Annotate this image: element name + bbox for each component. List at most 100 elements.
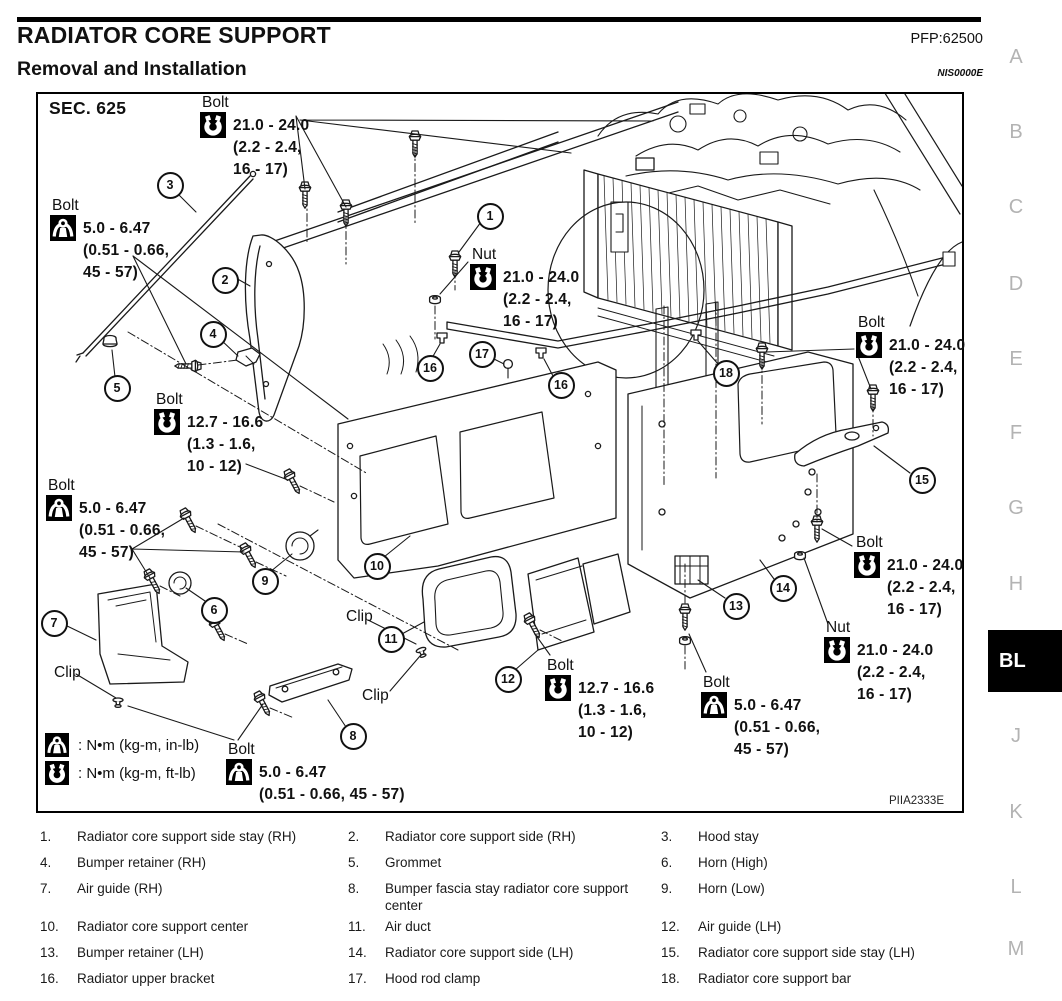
part-number: 10. (40, 919, 59, 934)
active-index-tab-bl: BL (988, 630, 1062, 692)
torque-ftlb-icon (854, 552, 880, 578)
part-number: 15. (661, 945, 680, 960)
part-entry: 15. Radiator core support side stay (LH) (661, 940, 990, 966)
part-entry: 1. Radiator core support side stay (RH) (40, 824, 348, 850)
item-number-15: 15 (908, 466, 936, 494)
part-number: 13. (40, 945, 59, 960)
index-tab-F: F (1009, 422, 1023, 444)
part-name: Radiator core support side stay (LH) (698, 945, 915, 960)
part-entry: 8.Bumper fascia stay radiator core suppo… (348, 876, 661, 914)
part-name: Air duct (385, 919, 431, 934)
part-number: 7. (40, 881, 52, 896)
part-entry: 4.Bumper retainer (RH) (40, 850, 348, 876)
part-name: Radiator core support side (RH) (385, 829, 576, 844)
part-entry: 3.Hood stay (661, 824, 990, 850)
torque-value: (0.51 - 0.66, (83, 242, 170, 259)
torque-value: (1.3 - 1.6, (187, 436, 256, 453)
part-name: Horn (Low) (698, 881, 765, 896)
figure-line-art (62, 94, 962, 741)
fastener-label: Bolt (202, 94, 229, 111)
index-tab-C: C (1008, 196, 1024, 218)
torque-value: 21.0 - 24.0 (233, 117, 310, 134)
parts-list: 1. Radiator core support side stay (RH) 2.… (40, 824, 990, 992)
part-name: Horn (High) (698, 855, 768, 870)
part-number: 1. (40, 829, 52, 844)
index-tab-L: L (1010, 876, 1022, 898)
item-number-13: 13 (722, 592, 750, 620)
torque-ftlb-icon (824, 637, 850, 663)
index-tab-B: B (1009, 121, 1023, 143)
part-entry: 10. Radiator core support center (40, 914, 348, 940)
part-number: 11. (348, 919, 366, 934)
fastener-label: Bolt (547, 657, 574, 674)
index-tab-H: H (1008, 573, 1024, 595)
part-name: Hood stay (698, 829, 759, 844)
torque-value: 10 - 12) (578, 724, 634, 741)
item-number-7: 7 (40, 609, 68, 637)
part-name: Bumper retainer (RH) (77, 855, 207, 870)
section-number: SEC. 625 (49, 98, 127, 118)
part-name: Radiator core support side stay (RH) (77, 829, 297, 844)
item-number-10: 10 (363, 552, 391, 580)
torque-inlb-icon (701, 692, 727, 718)
torque-inlb-icon (45, 733, 69, 757)
clip-label: Clip (54, 664, 81, 681)
item-number-6: 6 (200, 596, 228, 624)
index-tab-K: K (1009, 801, 1023, 823)
torque-value: (2.2 - 2.4, (233, 139, 302, 156)
item-number-12: 12 (494, 665, 522, 693)
torque-inlb-icon (50, 215, 76, 241)
part-number: 17. (348, 971, 367, 986)
item-number-8: 8 (339, 722, 367, 750)
part-entry: 7.Air guide (RH) (40, 876, 348, 914)
item-number-16: 16 (547, 371, 575, 399)
torque-value: 12.7 - 16.6 (187, 414, 264, 431)
legend-text: : N•m (kg-m, ft-lb) (78, 764, 196, 782)
torque-value: 5.0 - 6.47 (79, 500, 147, 517)
item-number-3: 3 (156, 171, 184, 199)
torque-value: (2.2 - 2.4, (887, 579, 956, 596)
item-number-14: 14 (769, 574, 797, 602)
page-title: RADIATOR CORE SUPPORT (17, 22, 331, 48)
part-entry: 12.Air guide (LH) (661, 914, 990, 940)
revision-code: NIS0000E (937, 68, 983, 79)
torque-ftlb-icon (154, 409, 180, 435)
fastener-label: Bolt (156, 391, 183, 408)
torque-value: (0.51 - 0.66, (734, 719, 821, 736)
torque-inlb-icon (226, 759, 252, 785)
part-number: 2. (348, 829, 360, 844)
torque-value: 10 - 12) (187, 458, 243, 475)
part-entry: 13. Bumper retainer (LH) (40, 940, 348, 966)
fastener-label: Bolt (858, 314, 885, 331)
torque-value: 21.0 - 24.0 (887, 557, 964, 574)
fastener-label: Nut (472, 246, 497, 263)
torque-value: (2.2 - 2.4, (857, 664, 926, 681)
fastener-label: Bolt (703, 674, 730, 691)
part-name: Radiator core support center (77, 919, 249, 934)
index-tab-A: A (1009, 46, 1023, 68)
part-number: 8. (348, 881, 360, 896)
part-entry: 11. Air duct (348, 914, 661, 940)
pfp-code: PFP:62500 (910, 31, 983, 47)
torque-value: 16 - 17) (233, 161, 289, 178)
torque-value: 5.0 - 6.47 (259, 764, 327, 781)
index-tab-M: M (1007, 938, 1025, 960)
part-entry: 16.Radiator upper bracket (40, 966, 348, 992)
item-number-11: 11 (377, 625, 405, 653)
part-name: Bumper retainer (LH) (77, 945, 204, 960)
torque-ftlb-icon (470, 264, 496, 290)
torque-inlb-icon (46, 495, 72, 521)
torque-value: (0.51 - 0.66, (79, 522, 166, 539)
part-entry: 18.Radiator core support bar (661, 966, 990, 992)
header-rule (17, 17, 981, 22)
torque-value: 21.0 - 24.0 (857, 642, 934, 659)
part-number: 12. (661, 919, 680, 934)
part-number: 9. (661, 881, 673, 896)
torque-value: 45 - 57) (79, 544, 135, 561)
